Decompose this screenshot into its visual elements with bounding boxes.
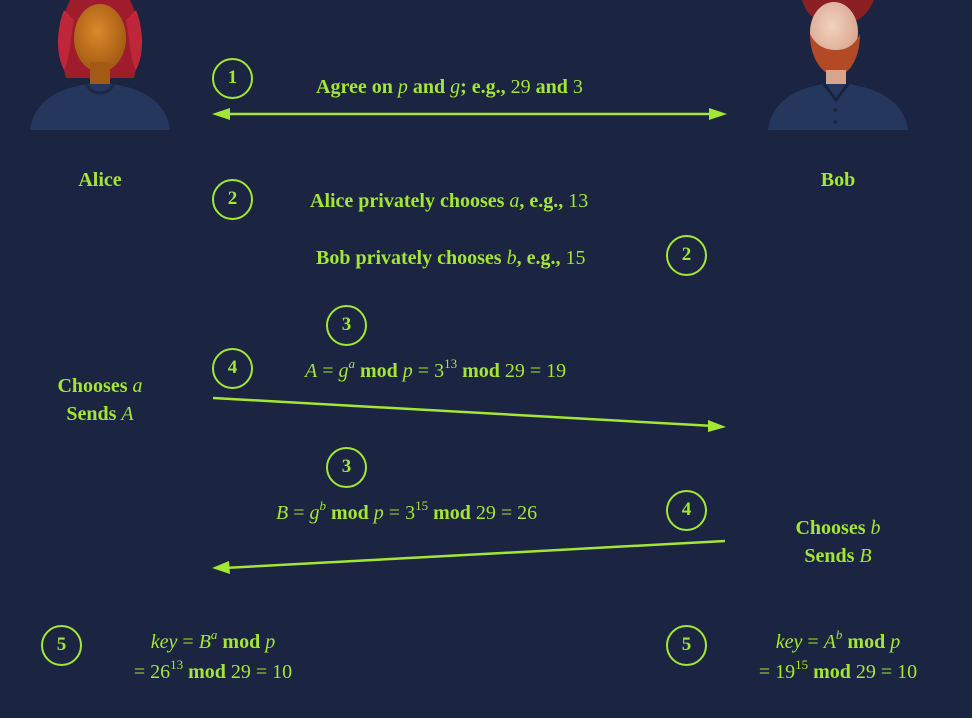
alice-name: Alice: [78, 169, 122, 191]
alice-key-formula: key = Ba mod p = 2613 mod 29 = 10: [133, 627, 293, 683]
step2-bob-label: Bob privately chooses b, e.g., 15: [316, 247, 586, 269]
step-4-badge-bob: 4: [666, 490, 707, 531]
bob-to-alice-arrowhead: [212, 561, 230, 574]
bob-to-alice-arrow: [223, 539, 726, 570]
step1-agreement-label: Agree on p and g; e.g., 29 and 3: [316, 76, 583, 98]
step-5-badge-bob: 5: [666, 625, 707, 666]
alice-to-bob-arrowhead: [708, 420, 726, 432]
bob-key-formula: key = Ab mod p = 1915 mod 29 = 10: [758, 627, 918, 683]
equation-A: A = ga mod p = 313 mod 29 = 19: [305, 356, 567, 382]
step2-alice-label: Alice privately chooses a, e.g., 13: [310, 190, 589, 212]
alice-avatar: [30, 0, 170, 130]
bob-name: Bob: [820, 169, 856, 191]
alice-send-label: Chooses a Sends A: [57, 375, 143, 425]
step-4-badge-alice: 4: [212, 348, 253, 389]
step-1-badge: 1: [212, 58, 253, 99]
step1-arrowhead-right: [709, 108, 727, 120]
step-2-badge-bob: 2: [666, 235, 707, 276]
step-2-badge-alice: 2: [212, 179, 253, 220]
step-5-badge-alice: 5: [41, 625, 82, 666]
step1-arrowhead-left: [212, 108, 230, 120]
step-3-badge-bob: 3: [326, 447, 367, 488]
bob-avatar: [768, 0, 908, 130]
step-3-badge-alice: 3: [326, 305, 367, 346]
bob-send-label: Chooses b Sends B: [795, 517, 881, 567]
alice-to-bob-arrow: [212, 396, 715, 428]
equation-B: B = gb mod p = 315 mod 29 = 26: [276, 498, 538, 524]
